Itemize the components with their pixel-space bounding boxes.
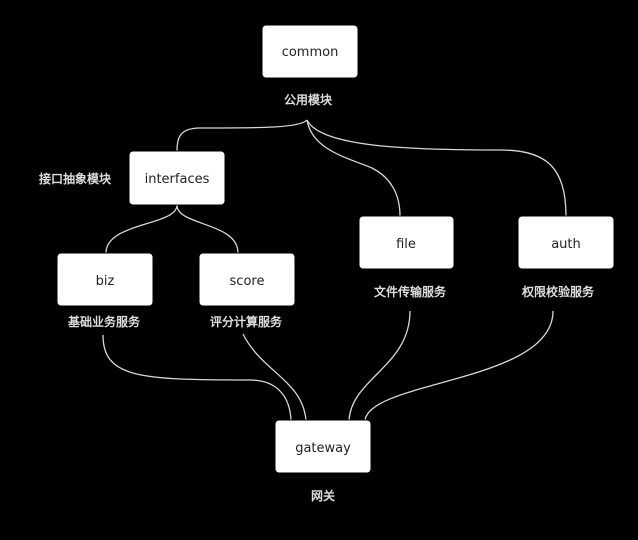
node-common[interactable]: common [261, 24, 359, 79]
node-gateway-box [274, 419, 372, 474]
edge-auth-gateway [364, 310, 554, 421]
node-auth-box [517, 215, 615, 270]
node-biz-label: biz [96, 274, 115, 289]
caption-gateway: 网关 [311, 488, 335, 503]
edge-interfaces-score [176, 204, 239, 254]
node-file-box [358, 215, 455, 270]
node-file-label: file [396, 237, 416, 252]
caption-common: 公用模块 [284, 92, 333, 107]
edges [102, 119, 567, 421]
caption-file: 文件传输服务 [374, 284, 447, 299]
node-biz-box [56, 252, 154, 307]
edge-common-auth [306, 119, 567, 217]
edge-interfaces-biz [105, 204, 178, 254]
node-file[interactable]: file [358, 215, 455, 270]
edge-file-gateway [348, 310, 411, 421]
node-biz[interactable]: biz [56, 252, 154, 307]
caption-biz: 基础业务服务 [67, 314, 141, 329]
node-score-label: score [230, 274, 265, 289]
node-gateway[interactable]: gateway [274, 419, 372, 474]
node-interfaces-label: interfaces [145, 172, 210, 187]
edge-score-gateway [242, 333, 307, 421]
edge-common-file [306, 119, 401, 217]
node-interfaces-box [128, 150, 226, 206]
caption-auth: 权限校验服务 [521, 284, 595, 299]
caption-score: 评分计算服务 [210, 314, 283, 329]
node-score[interactable]: score [198, 252, 296, 307]
node-gateway-label: gateway [295, 441, 351, 456]
node-interfaces[interactable]: interfaces [128, 150, 226, 206]
node-score-box [198, 252, 296, 307]
edge-common-interfaces [176, 119, 308, 152]
node-auth[interactable]: auth [517, 215, 615, 270]
edge-biz-gateway [102, 334, 292, 421]
caption-interfaces: 接口抽象模块 [39, 171, 112, 186]
node-common-label: common [282, 45, 339, 60]
node-auth-label: auth [551, 237, 581, 252]
node-common-box [261, 24, 359, 79]
